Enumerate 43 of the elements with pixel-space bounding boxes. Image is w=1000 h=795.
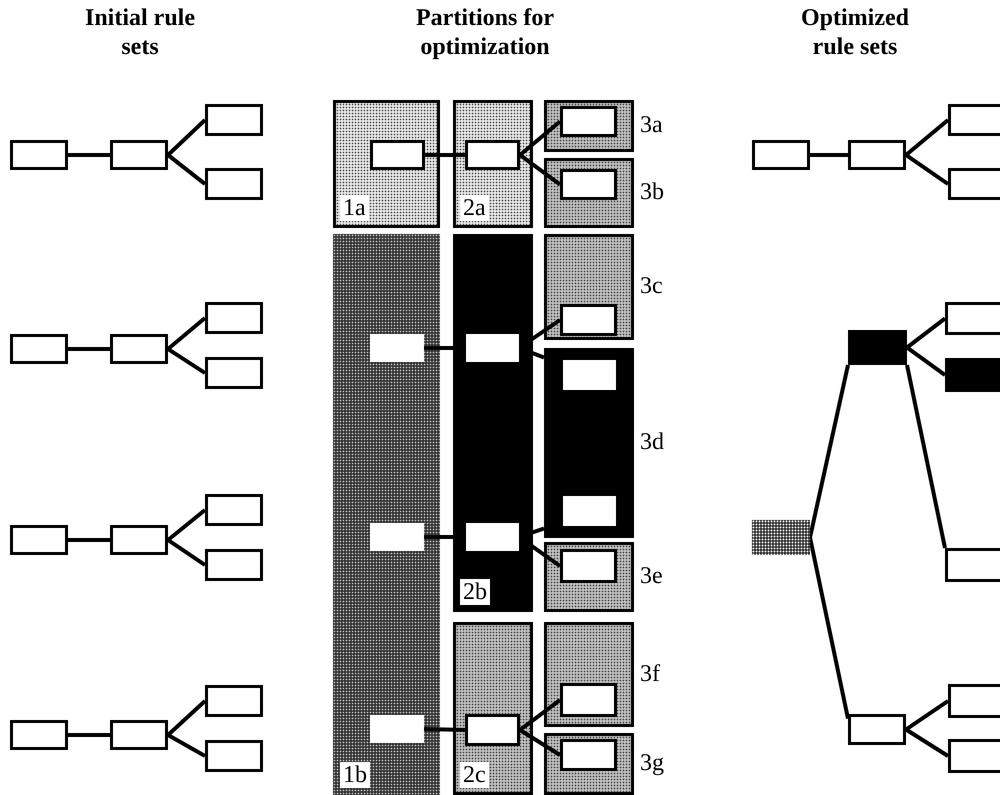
partition-label: 2b	[460, 579, 490, 605]
connector-line	[166, 118, 206, 156]
connector-line	[167, 733, 206, 758]
connector-line	[808, 537, 850, 720]
connector-line	[810, 153, 848, 157]
connector-line	[68, 538, 110, 542]
connector-line	[424, 727, 466, 732]
partition-label: 3b	[640, 179, 664, 205]
connector-line	[904, 728, 950, 758]
partition-label: 2a	[460, 195, 489, 221]
connector-line	[518, 153, 562, 186]
connector-line	[68, 153, 110, 157]
connector-line	[166, 347, 206, 375]
connector-line	[808, 364, 850, 538]
partition-label: 1b	[340, 762, 370, 788]
column-heading: Initial rule sets	[84, 4, 196, 62]
connector-line	[904, 118, 950, 157]
connector-line	[904, 699, 950, 732]
connector-line	[906, 316, 946, 350]
connector-line	[68, 347, 110, 351]
partition-label: 1a	[340, 195, 369, 221]
connector-line	[906, 346, 946, 377]
connector-line	[68, 733, 110, 737]
column-heading: Partitions for optimization	[415, 4, 555, 62]
connector-line	[425, 153, 465, 157]
connector-line	[166, 316, 206, 351]
column-heading: Optimized rule sets	[800, 4, 910, 62]
connector-line	[904, 153, 950, 186]
connector-line	[166, 700, 206, 736]
partition-label: 2c	[460, 762, 489, 788]
partition-label: 3a	[640, 112, 663, 138]
connector-line	[166, 153, 206, 186]
partition-label: 3e	[640, 563, 663, 589]
connector-line	[518, 698, 562, 732]
connector-line	[518, 120, 562, 157]
partition-label: 3f	[640, 660, 660, 686]
partition-label: 3c	[640, 273, 663, 299]
partition-label: 3g	[640, 750, 664, 776]
connector-line	[905, 364, 947, 548]
connector-line	[166, 508, 206, 542]
connector-line	[518, 728, 562, 757]
partition-label: 3d	[640, 429, 664, 455]
connector-line	[166, 538, 206, 567]
